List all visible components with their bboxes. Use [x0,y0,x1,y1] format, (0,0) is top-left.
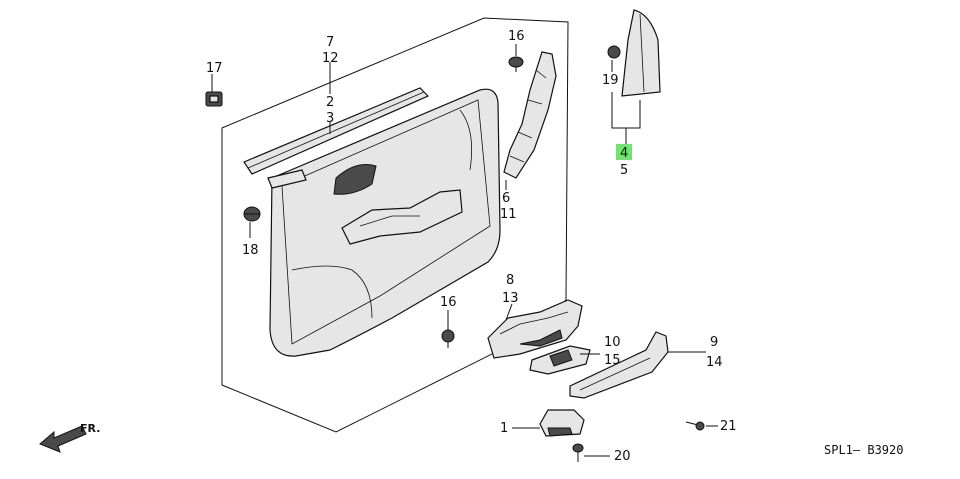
clip-16-lower[interactable] [441,329,455,348]
window-switch[interactable] [529,345,591,375]
label-4: 4 [620,146,628,161]
label-14: 14 [706,355,723,370]
drawing-code: SPL1— B3920 [824,443,903,457]
label-12: 12 [322,51,339,66]
door-lining-panel[interactable] [269,88,501,357]
inner-cover-trim[interactable] [621,9,661,97]
clip-16-upper[interactable] [508,56,524,72]
clip-17[interactable] [205,91,223,107]
label-5: 5 [620,163,628,178]
clip-18[interactable] [243,206,261,222]
label-1: 1 [500,421,508,436]
label-7: 7 [326,35,334,50]
label-20: 20 [614,449,631,464]
weatherstrip[interactable] [243,87,430,189]
label-2: 2 [326,95,334,110]
label-16-lower: 16 [440,295,457,310]
fr-label: FR. [80,422,100,435]
leader-lines [211,44,718,457]
clip-19[interactable] [607,45,621,59]
label-19: 19 [602,73,619,88]
label-6: 6 [502,191,510,206]
screw-21[interactable] [685,421,705,431]
label-9: 9 [710,335,718,350]
label-10: 10 [604,335,621,350]
highlight-box-4 [616,144,632,160]
front-direction-arrow: FR. [39,422,100,453]
label-13: 13 [502,291,519,306]
label-16-upper: 16 [508,29,525,44]
label-18: 18 [242,243,259,258]
label-15: 15 [604,353,621,368]
fr-arrow-icon [39,425,87,453]
part-labels: 7 12 2 3 17 16 6 11 18 16 8 13 10 15 9 1… [206,29,737,464]
switch-panel-base[interactable] [487,299,583,359]
label-11: 11 [500,207,517,222]
armrest-bracket[interactable] [503,51,557,179]
label-3: 3 [326,111,334,126]
screw-20[interactable] [572,443,584,462]
label-17: 17 [206,61,223,76]
label-8: 8 [506,273,514,288]
lock-knob[interactable] [539,409,585,437]
label-21: 21 [720,419,737,434]
